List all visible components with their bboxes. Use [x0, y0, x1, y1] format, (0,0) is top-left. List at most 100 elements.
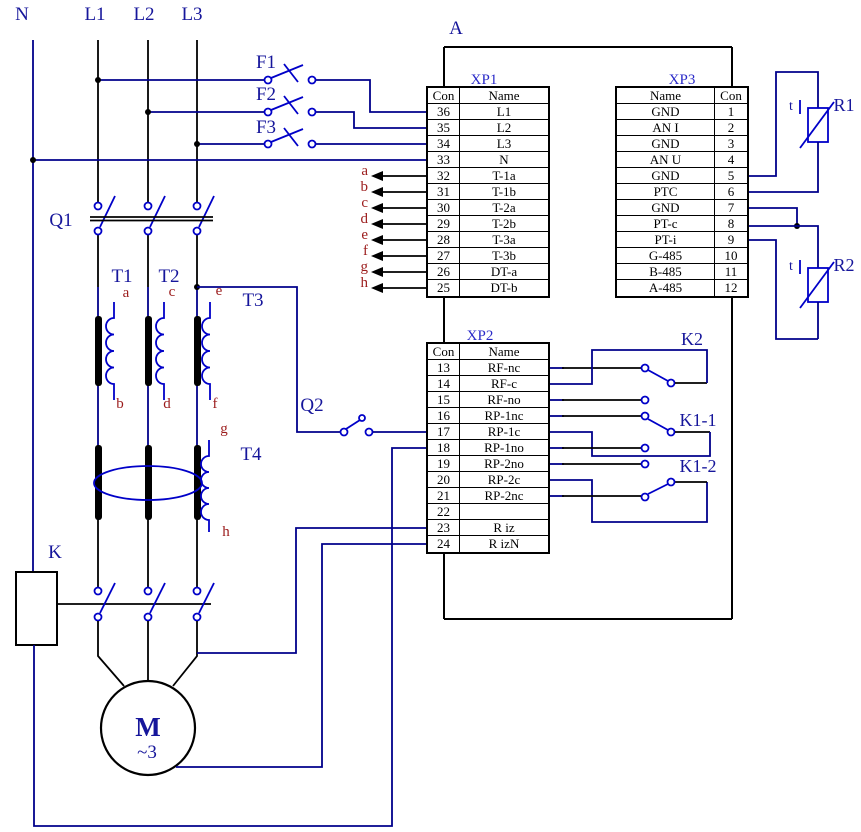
xp3-row-con: 12	[724, 280, 738, 295]
k2-label: K2	[681, 329, 703, 349]
xp3-row-con: 2	[715, 120, 747, 136]
arrow-head	[371, 283, 383, 293]
junction-dot	[145, 109, 151, 115]
xp1-row-con: 25	[428, 280, 460, 296]
xp2-row-con: 15	[428, 392, 460, 408]
fuse-terminal	[307, 139, 317, 149]
thermistor-strike	[799, 101, 835, 149]
fuse-terminal	[263, 107, 273, 117]
xp1-row-name: DT-b	[490, 280, 518, 295]
xp1-row-name: L2	[460, 120, 548, 136]
xp3-row-name: G-485	[617, 248, 715, 264]
contact-terminal	[143, 201, 153, 211]
xp2-row-con: 18	[428, 440, 460, 456]
xp1-row-con: 33	[428, 152, 460, 168]
xp1-row-name: T-2b	[460, 216, 548, 232]
xp1-row-name: T-3b	[460, 248, 548, 264]
xp1-row-name: DT-a	[460, 264, 548, 280]
xp1-row-name: L1	[460, 104, 548, 120]
r2-temp-label: t	[789, 259, 793, 274]
xp3-row-con: 8	[715, 216, 747, 232]
fuse-terminal	[263, 75, 273, 85]
k1-1-label: K1-1	[680, 410, 717, 430]
contact-arm	[99, 195, 116, 228]
k-label: K	[48, 542, 62, 563]
r1-label: R1	[833, 95, 854, 115]
fuse-f3-symbol	[263, 127, 317, 149]
xp2-title: XP2	[467, 328, 494, 344]
xp2-row-name	[460, 504, 548, 520]
t2-label: T2	[158, 266, 179, 287]
contact-arm	[99, 582, 116, 614]
xp2-row-con: 21	[428, 488, 460, 504]
fuse-arm	[270, 128, 304, 143]
xp1-row-name: N	[460, 152, 548, 168]
xp1-row-con: 26	[428, 264, 460, 280]
xp2-row-con: 20	[428, 472, 460, 488]
contactor-k	[15, 571, 215, 646]
xp3-row-con: 3	[715, 136, 747, 152]
measure-wires	[33, 447, 430, 827]
xp3-row-name: B-485	[617, 264, 715, 280]
wire-pti	[746, 239, 818, 340]
l1-label: L1	[84, 4, 105, 25]
fuse-arm	[270, 96, 304, 111]
terminal-b: b	[116, 396, 124, 412]
arrow-label-e: e	[361, 227, 368, 243]
fuse-terminal	[307, 107, 317, 117]
xp3-row-name: GND	[617, 104, 715, 120]
arrow-label-h: h	[361, 275, 369, 291]
t3-label: T3	[242, 290, 263, 311]
fuse-cross	[283, 95, 299, 115]
wire-gnd7	[746, 207, 798, 226]
open-terminal	[640, 443, 650, 453]
breaker-q1-symbol	[90, 195, 215, 236]
xp3-title: XP3	[669, 72, 696, 88]
terminal-c: c	[169, 284, 176, 300]
relay-moving-contact	[666, 477, 676, 487]
xp1-row-name: T-3a	[460, 232, 548, 248]
thermistor-r2-circuit	[746, 207, 835, 340]
device-a-label: A	[449, 18, 463, 39]
junction-dot	[30, 157, 36, 163]
junction-dot	[194, 141, 200, 147]
t4-label: T4	[240, 444, 262, 465]
xp2-row-name: RP-1nc	[460, 408, 548, 424]
xp2-row-name: RF-no	[460, 392, 548, 408]
open-terminal	[640, 395, 650, 405]
open-terminal	[640, 459, 650, 469]
arrow-label-d: d	[361, 211, 369, 227]
xp1-row-con: 35	[428, 120, 460, 136]
arrow-head	[371, 267, 383, 277]
motor-lead-1	[97, 621, 125, 687]
xp2-row-con: 16	[428, 408, 460, 424]
xp3-row-name: PTC	[617, 184, 715, 200]
relay-fixed-contact	[640, 363, 650, 373]
relay-k1-2-group	[548, 459, 708, 523]
xp1-row-name: T-1a	[460, 168, 548, 184]
terminal-g: g	[220, 421, 228, 437]
relay-k1-1-group	[548, 411, 711, 457]
motor-type-label: ~3	[137, 742, 157, 763]
wire-rizn	[176, 543, 430, 768]
xp3-row-con: 6	[715, 184, 747, 200]
contact-terminal	[192, 201, 202, 211]
xp1-row-con: 36	[428, 104, 460, 120]
xp2-row-name: RP-2c	[460, 472, 548, 488]
contact-terminal	[143, 226, 153, 236]
xp2-row-con: 22	[428, 504, 460, 520]
xp1-row-name: T-2a	[460, 200, 548, 216]
ct-primary-bar	[145, 316, 152, 386]
terminal-h: h	[222, 524, 230, 540]
arrow-label-b: b	[361, 179, 369, 195]
xp2-row-name: RF-nc	[460, 360, 548, 376]
xp2-header-con: Con	[428, 344, 460, 360]
n-label: N	[15, 4, 29, 25]
xp1-row-con: 32	[428, 168, 460, 184]
ct-secondary-coil	[201, 302, 211, 400]
wire-r2-top	[746, 225, 819, 268]
motor-label: M	[135, 712, 160, 742]
motor-circle	[99, 679, 197, 777]
arrow-head	[371, 187, 383, 197]
